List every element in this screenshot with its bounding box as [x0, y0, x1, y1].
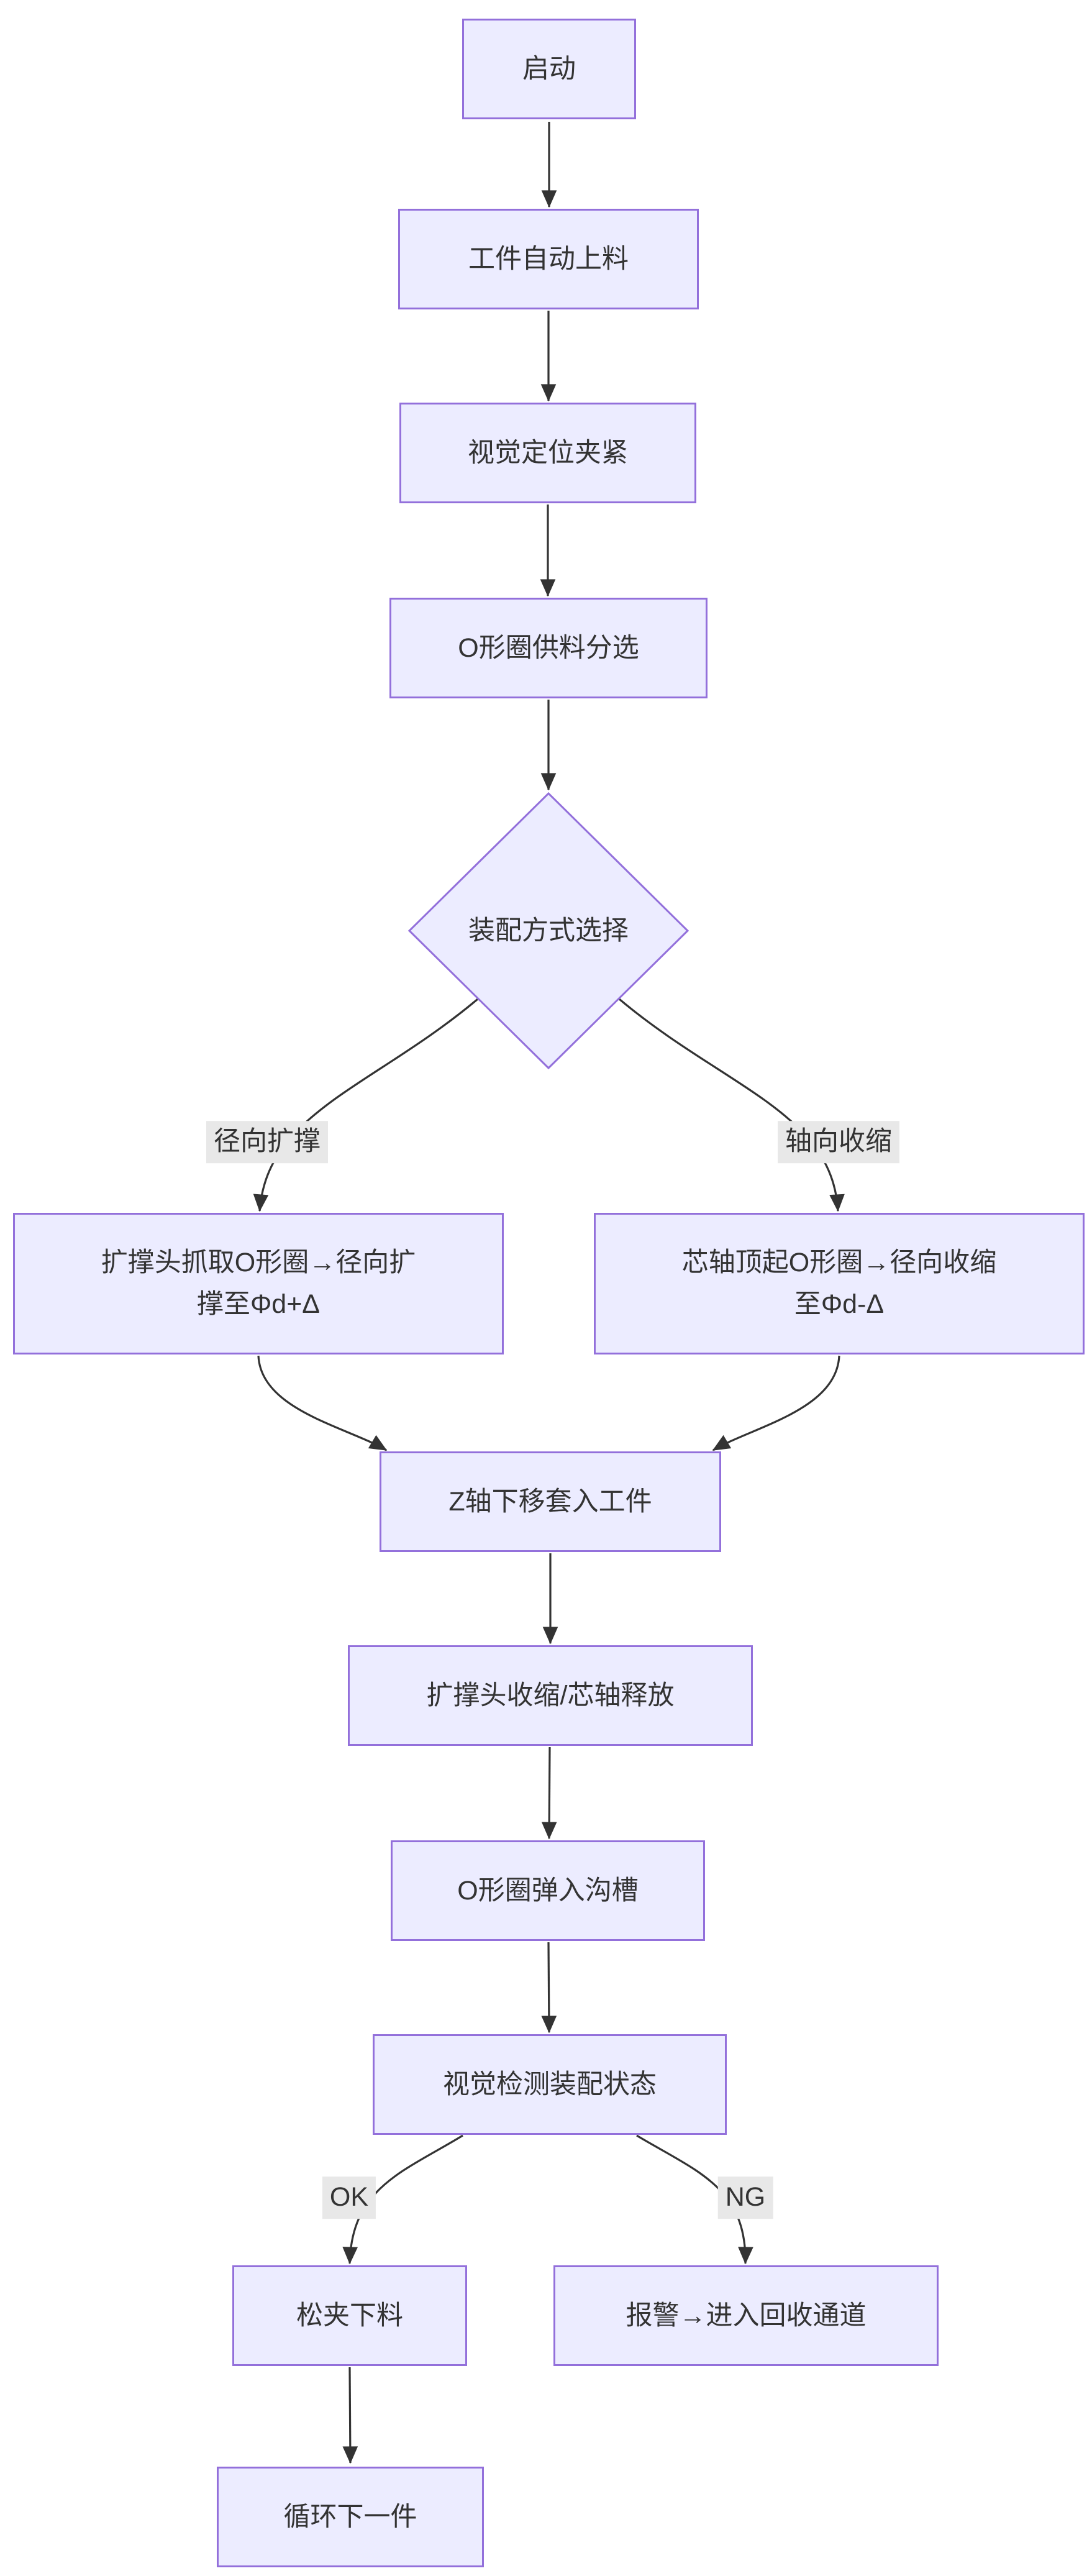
node-alarm: 报警→进入回收通道	[553, 2265, 939, 2366]
node-label: Z轴下移套入工件	[448, 1486, 652, 1517]
edge-label-ng: NG	[717, 2176, 773, 2219]
node-label: 视觉检测装配状态	[443, 2069, 657, 2099]
edge-label-axial: 轴向收缩	[778, 1121, 899, 1163]
edge-label-ok: OK	[322, 2176, 376, 2219]
edge-release-to-snap	[541, 1747, 557, 1840]
edge-inspect-to-alarm	[636, 2134, 753, 2265]
edge-expand-to-insert	[257, 1355, 388, 1451]
node-label-line2: 撑至Φd+Δ	[196, 1289, 321, 1319]
node-feed: O形圈供料分选	[389, 598, 708, 698]
node-label-line1: 芯轴顶起O形圈→径向收缩	[681, 1248, 997, 1278]
node-label: O形圈弹入沟槽	[457, 1875, 639, 1906]
node-label: O形圈供料分选	[458, 633, 639, 663]
node-label: 松夹下料	[296, 2300, 403, 2331]
node-label-line2: 至Φd-Δ	[794, 1289, 885, 1319]
node-label: 扩撑头收缩/芯轴释放	[426, 1680, 675, 1710]
node-release: 扩撑头收缩/芯轴释放	[348, 1645, 753, 1746]
node-label: 启动	[522, 53, 576, 84]
node-label-line1: 扩撑头抓取O形圈→径向扩	[101, 1248, 416, 1278]
edge-label-radial: 径向扩撑	[206, 1121, 328, 1163]
edge-decision-to-expand	[253, 998, 479, 1212]
node-label: 视觉定位夹紧	[468, 437, 628, 468]
node-label: 工件自动上料	[468, 244, 629, 274]
node-decision: 装配方式选择	[407, 792, 690, 1070]
edge-snap-to-inspect	[541, 1942, 557, 2034]
node-inspect: 视觉检测装配状态	[373, 2034, 727, 2135]
node-label: 装配方式选择	[468, 915, 629, 946]
node-clamp: 视觉定位夹紧	[399, 403, 696, 503]
node-expand: 扩撑头抓取O形圈→径向扩 撑至Φd+Δ	[13, 1213, 504, 1354]
edge-inspect-to-unload	[342, 2134, 463, 2265]
node-start: 启动	[462, 19, 636, 119]
decision-diamond-shape	[407, 792, 689, 1070]
node-insert: Z轴下移套入工件	[380, 1451, 721, 1552]
node-shrink: 芯轴顶起O形圈→径向收缩 至Φd-Δ	[594, 1213, 1085, 1354]
edge-decision-to-shrink	[618, 998, 845, 1212]
node-label: 循环下一件	[283, 2501, 417, 2532]
edge-shrink-to-insert	[712, 1355, 840, 1451]
node-snap: O形圈弹入沟槽	[391, 1840, 705, 1941]
node-load: 工件自动上料	[398, 209, 699, 309]
node-unload: 松夹下料	[232, 2265, 467, 2366]
node-label: 报警→进入回收通道	[626, 2300, 867, 2331]
node-next: 循环下一件	[217, 2467, 484, 2567]
